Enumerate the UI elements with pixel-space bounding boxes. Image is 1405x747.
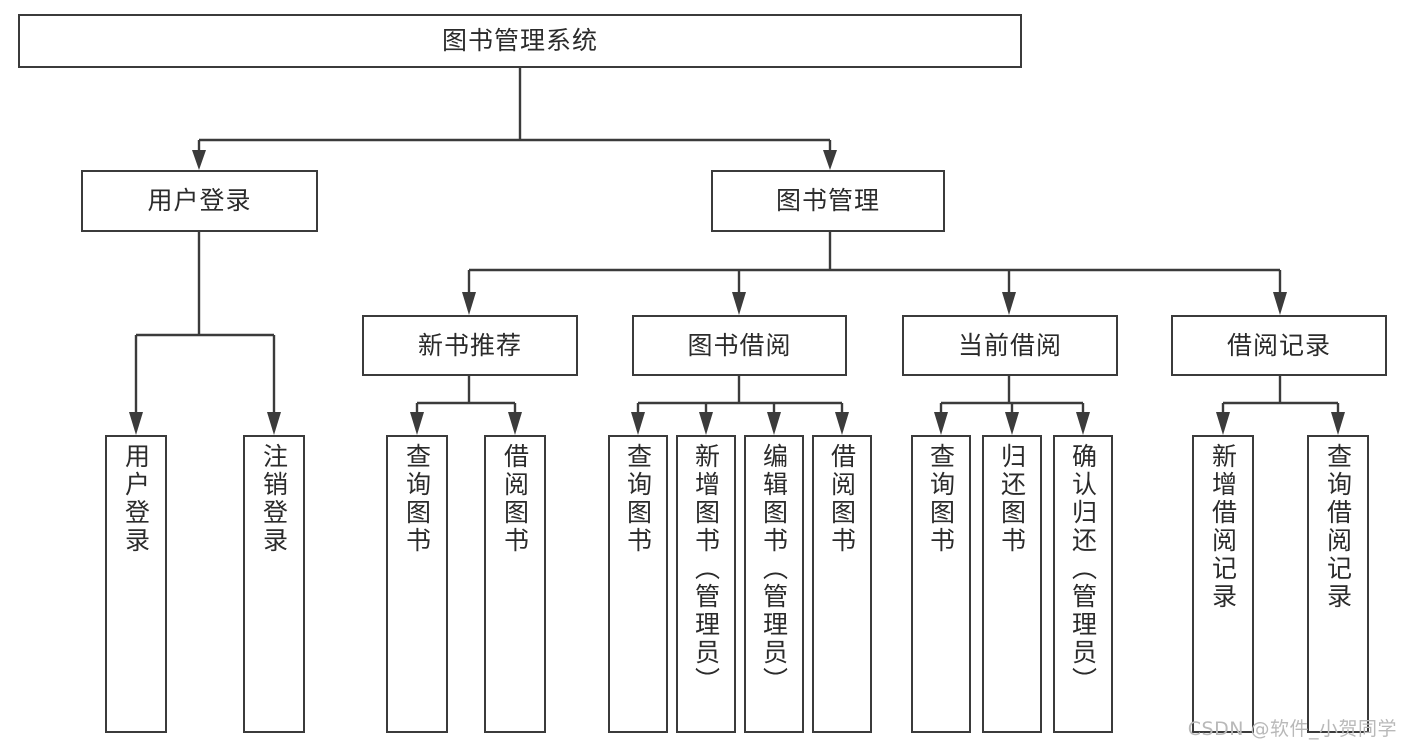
node-book-management[interactable]: 图书管理: [711, 170, 945, 232]
arrowhead-leaf-logout: [267, 412, 281, 435]
node-root-label: 图书管理系统: [441, 26, 598, 56]
arrowhead-leaf-query-book-3: [934, 412, 948, 435]
node-leaf-query-record-label: 查询借阅记录: [1323, 443, 1353, 611]
node-leaf-query-book-2[interactable]: 查询图书: [608, 435, 668, 733]
arrowhead-book-management: [823, 150, 837, 170]
node-leaf-edit-book-label: 编辑图书（管理员）: [759, 443, 789, 695]
node-current-borrow[interactable]: 当前借阅: [902, 315, 1118, 376]
node-leaf-query-book-1-label: 查询图书: [402, 443, 432, 555]
arrowhead-leaf-edit-book: [767, 412, 781, 435]
node-leaf-borrow-book-1-label: 借阅图书: [500, 443, 530, 555]
arrowhead-leaf-borrow-book-2: [835, 412, 849, 435]
node-book-borrow[interactable]: 图书借阅: [632, 315, 847, 376]
node-leaf-return-book[interactable]: 归还图书: [982, 435, 1042, 733]
node-user-login-label: 用户登录: [147, 186, 252, 216]
arrowhead-new-book-recommend: [462, 292, 476, 315]
arrowhead-user-login: [192, 150, 206, 170]
node-leaf-confirm-return-label: 确认归还（管理员）: [1068, 443, 1098, 695]
node-leaf-query-book-1[interactable]: 查询图书: [386, 435, 448, 733]
arrowhead-leaf-add-book: [699, 412, 713, 435]
node-leaf-query-book-3[interactable]: 查询图书: [911, 435, 971, 733]
arrowhead-leaf-borrow-book-1: [508, 412, 522, 435]
arrowhead-leaf-user-login: [129, 412, 143, 435]
arrowhead-leaf-query-record: [1331, 412, 1345, 435]
node-leaf-borrow-book-2-label: 借阅图书: [827, 443, 857, 555]
node-leaf-add-book-label: 新增图书（管理员）: [691, 443, 721, 695]
node-leaf-logout[interactable]: 注销登录: [243, 435, 305, 733]
node-leaf-query-record[interactable]: 查询借阅记录: [1307, 435, 1369, 733]
node-leaf-query-book-3-label: 查询图书: [926, 443, 956, 555]
node-leaf-add-book[interactable]: 新增图书（管理员）: [676, 435, 736, 733]
node-leaf-borrow-book-1[interactable]: 借阅图书: [484, 435, 546, 733]
node-user-login[interactable]: 用户登录: [81, 170, 318, 232]
node-leaf-query-book-2-label: 查询图书: [623, 443, 653, 555]
node-leaf-user-login-label: 用户登录: [121, 443, 151, 555]
node-leaf-user-login[interactable]: 用户登录: [105, 435, 167, 733]
node-leaf-logout-label: 注销登录: [259, 443, 289, 555]
node-current-borrow-label: 当前借阅: [957, 330, 1062, 360]
node-new-book-recommend-label: 新书推荐: [417, 330, 522, 360]
node-root[interactable]: 图书管理系统: [18, 14, 1022, 68]
watermark: CSDN @软件_小贺同学: [1187, 718, 1397, 740]
arrowhead-leaf-query-book-1: [410, 412, 424, 435]
node-leaf-add-record-label: 新增借阅记录: [1208, 443, 1238, 611]
node-borrow-record[interactable]: 借阅记录: [1171, 315, 1387, 376]
arrowhead-borrow-record: [1273, 292, 1287, 315]
arrowhead-leaf-query-book-2: [631, 412, 645, 435]
node-leaf-edit-book[interactable]: 编辑图书（管理员）: [744, 435, 804, 733]
node-leaf-borrow-book-2[interactable]: 借阅图书: [812, 435, 872, 733]
arrowhead-book-borrow: [732, 292, 746, 315]
node-leaf-return-book-label: 归还图书: [997, 443, 1027, 555]
node-new-book-recommend[interactable]: 新书推荐: [362, 315, 578, 376]
arrowhead-leaf-return-book: [1005, 412, 1019, 435]
arrowhead-leaf-add-record: [1216, 412, 1230, 435]
arrowhead-leaf-confirm-return: [1076, 412, 1090, 435]
arrowhead-current-borrow: [1002, 292, 1016, 315]
node-leaf-confirm-return[interactable]: 确认归还（管理员）: [1053, 435, 1113, 733]
node-book-borrow-label: 图书借阅: [687, 330, 792, 360]
node-leaf-add-record[interactable]: 新增借阅记录: [1192, 435, 1254, 733]
node-borrow-record-label: 借阅记录: [1226, 330, 1331, 360]
node-book-management-label: 图书管理: [775, 186, 880, 216]
